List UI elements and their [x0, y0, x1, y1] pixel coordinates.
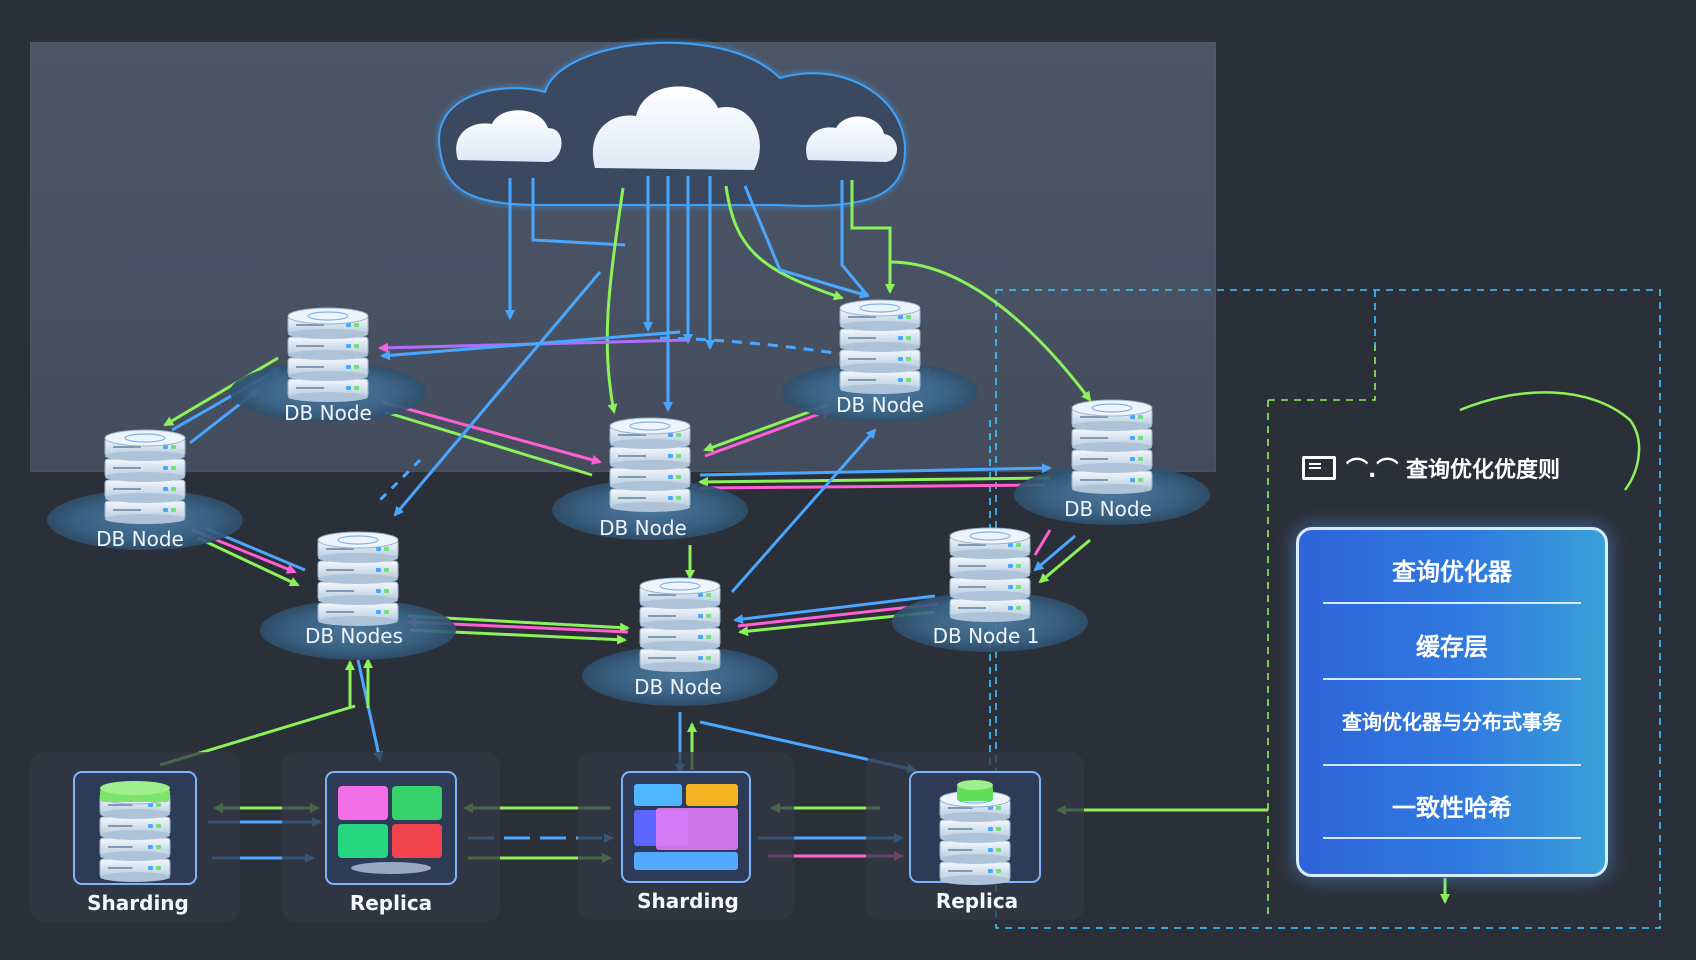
db-node-label: DB Node — [634, 675, 722, 699]
db-node: DB Node — [552, 417, 748, 540]
panel-heading: ⌒.⌒ 查询优化优度则 — [1302, 452, 1622, 484]
panel-heading-text: ⌒.⌒ 查询优化优度则 — [1346, 458, 1561, 483]
db-node-label: DB Nodes — [305, 624, 403, 648]
db-node-platform — [582, 646, 778, 706]
bottom-card-2: Replica — [282, 752, 500, 922]
db-node-platform — [1014, 465, 1210, 525]
optimization-panel: 查询优化器 缓存层 查询优化器与分布式事务 一致性哈希 — [1296, 527, 1608, 877]
bottom-card-4: Replica — [866, 752, 1084, 920]
db-node-platform — [260, 600, 456, 660]
right-frame-green-dashed — [1267, 345, 1376, 920]
bottom-card-label: Sharding — [87, 891, 189, 915]
panel-item-distributed-tx: 查询优化器与分布式事务 — [1342, 710, 1562, 734]
bottom-card-label: Replica — [936, 889, 1018, 913]
db-node-label: DB Node — [836, 393, 924, 417]
panel-divider — [1323, 602, 1581, 604]
db-node: DB Node — [1014, 399, 1210, 525]
bottom-card-label: Sharding — [637, 889, 739, 913]
db-node: DB Nodes — [260, 531, 456, 660]
database-stack-icon — [939, 780, 1011, 885]
db-node: DB Node — [230, 307, 426, 425]
cloud-connectors — [505, 176, 1092, 414]
database-icon — [609, 417, 691, 512]
database-icon — [839, 299, 921, 394]
database-stack-icon — [99, 781, 171, 882]
bottom-card-label: Replica — [350, 891, 432, 915]
shard-blocks-icon — [634, 784, 738, 870]
db-node: DB Node — [47, 429, 243, 551]
cloud-icon — [438, 41, 907, 207]
database-icon — [639, 577, 721, 672]
db-node-label: DB Node — [284, 401, 372, 425]
db-node: DB Node — [782, 299, 978, 422]
panel-item-query-optimizer: 查询优化器 — [1392, 558, 1512, 586]
database-icon — [317, 531, 399, 626]
db-node-label: DB Node 1 — [933, 624, 1040, 648]
panel-divider — [1323, 764, 1581, 766]
panel-item-cache-layer: 缓存层 — [1416, 633, 1488, 661]
database-icon — [104, 429, 186, 524]
database-icon — [1071, 399, 1153, 494]
database-icon — [949, 527, 1031, 622]
db-node-label: DB Node — [96, 527, 184, 551]
database-icon — [287, 307, 369, 402]
panel-item-consistent-hashing: 一致性哈希 — [1392, 794, 1512, 822]
db-node: DB Node 1 — [892, 527, 1088, 652]
panel-divider — [1323, 678, 1581, 680]
db-node: DB Node — [582, 577, 778, 706]
document-icon — [1302, 456, 1336, 480]
panel-divider — [1323, 837, 1581, 839]
bottom-card-3: Sharding — [578, 752, 794, 920]
db-node-label: DB Node — [599, 516, 687, 540]
db-node-label: DB Node — [1064, 497, 1152, 521]
replica-grid-icon — [338, 786, 442, 874]
panel-accent-arc — [1459, 391, 1641, 491]
bottom-card-1: Sharding — [30, 752, 240, 922]
